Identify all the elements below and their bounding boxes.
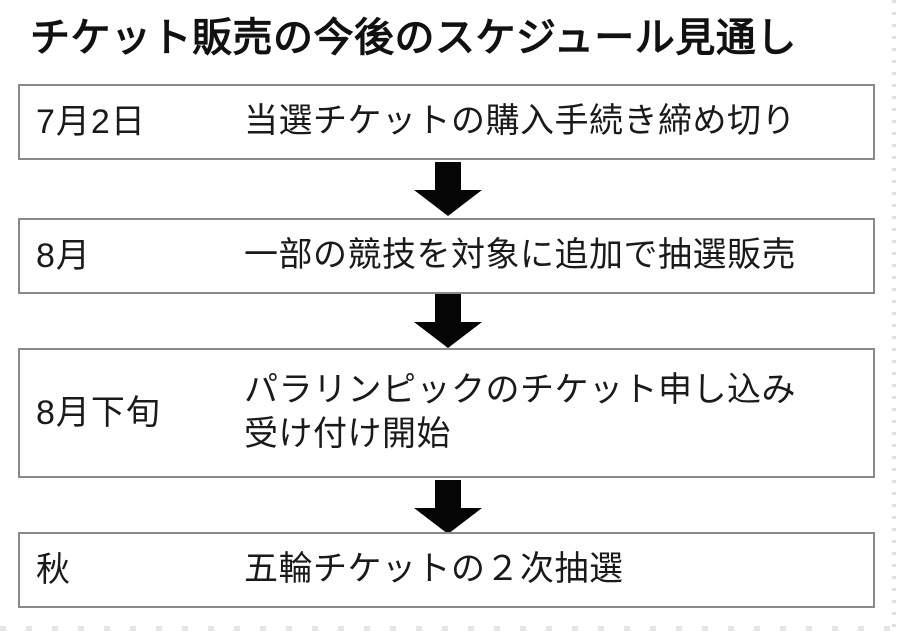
arrow-head [414, 190, 482, 216]
arrow-shaft [435, 162, 461, 192]
step-description: 一部の競技を対象に追加で抽選販売 [244, 236, 796, 275]
arrow-shaft [435, 480, 461, 510]
step-date-label: 8月 [36, 236, 91, 275]
arrow-down-icon [414, 162, 482, 216]
arrow-head [414, 322, 482, 348]
arrow-down-icon [414, 480, 482, 534]
step-description: パラリンピックのチケット申し込み 受け付け開始 [244, 371, 796, 453]
step-date-label: 8月下旬 [36, 393, 161, 432]
arrow-head [414, 508, 482, 534]
flow-step-box: 秋 五輪チケットの２次抽選 [18, 532, 875, 608]
arrow-shaft [435, 294, 461, 324]
step-date-label: 秋 [36, 550, 71, 589]
step-description: 当選チケットの購入手続き締め切り [244, 102, 796, 141]
step-date-label: 7月2日 [36, 102, 146, 141]
flow-step-box: 7月2日 当選チケットの購入手続き締め切り [18, 84, 875, 160]
step-description: 五輪チケットの２次抽選 [244, 550, 624, 589]
scan-artifact-right [892, 0, 896, 634]
flow-step-box: 8月 一部の競技を対象に追加で抽選販売 [18, 218, 875, 294]
scan-artifact-bottom [0, 626, 900, 631]
arrow-down-icon [414, 294, 482, 348]
page-title: チケット販売の今後のスケジュール見通し [30, 15, 797, 61]
flow-step-box: 8月下旬 パラリンピックのチケット申し込み 受け付け開始 [18, 348, 875, 478]
